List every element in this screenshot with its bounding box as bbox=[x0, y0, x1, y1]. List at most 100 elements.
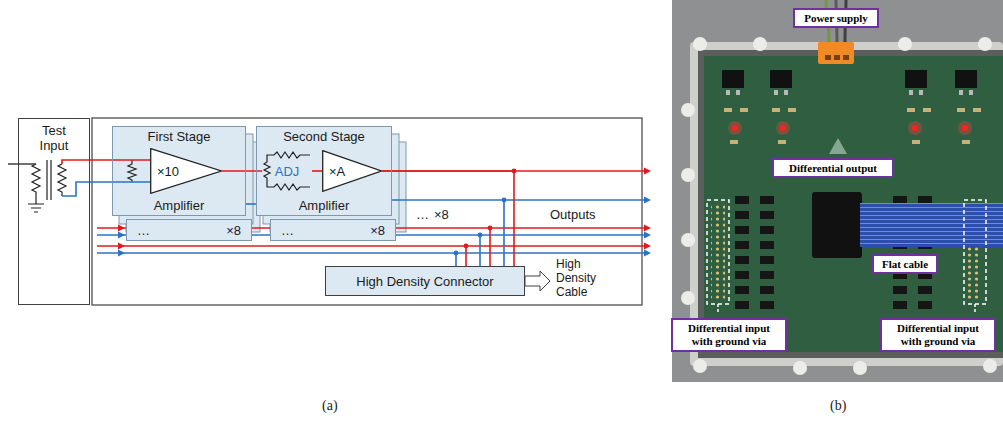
amplifier-stage-box: First StageAmplifier×10 bbox=[112, 126, 246, 216]
junction-dot bbox=[488, 226, 493, 231]
cable-label: High Density Cable bbox=[554, 257, 614, 299]
node-label: Differential input with ground via bbox=[677, 322, 781, 348]
junction-dot bbox=[464, 244, 469, 249]
stacked-channel-box: … ×8 bbox=[270, 219, 396, 241]
count-label: ×8 bbox=[432, 207, 451, 222]
tape-dot bbox=[681, 233, 695, 247]
panel-caption: (b) bbox=[828, 398, 848, 413]
arrowhead bbox=[644, 168, 651, 175]
terminal-screws bbox=[825, 55, 849, 60]
arrowhead bbox=[644, 225, 651, 232]
arrowhead bbox=[118, 232, 125, 239]
output-label: Outputs bbox=[548, 207, 598, 222]
amplifier-triangle: ×10 bbox=[150, 148, 222, 194]
callout-box: Differential input with ground via bbox=[880, 318, 996, 352]
tape-dot bbox=[681, 291, 695, 305]
junction-dot bbox=[478, 233, 483, 238]
terminal-block bbox=[818, 42, 854, 64]
led bbox=[780, 125, 786, 131]
tape-dot bbox=[898, 37, 912, 51]
transformer-core bbox=[47, 160, 51, 200]
junction-dot bbox=[454, 251, 459, 256]
callout-box: Differential input with ground via bbox=[671, 318, 787, 352]
channel-wire-positive bbox=[97, 245, 644, 247]
node-label: … bbox=[137, 223, 150, 238]
arrowhead bbox=[644, 243, 651, 250]
ground-symbol bbox=[28, 196, 44, 212]
signal-wire-negative bbox=[62, 182, 90, 196]
node-label: ADJ bbox=[275, 164, 300, 179]
transformer-coil bbox=[58, 164, 66, 196]
dashed-highlight bbox=[707, 200, 729, 304]
smd-parts bbox=[724, 108, 981, 144]
amplifier-symbol bbox=[323, 151, 382, 192]
signal-wire-positive bbox=[62, 160, 90, 164]
led bbox=[732, 125, 738, 131]
regulator-chips bbox=[722, 70, 977, 88]
stage-heading: First Stage bbox=[148, 129, 211, 144]
tap-wire-negative bbox=[503, 200, 505, 266]
amplifier-triangle: ×A bbox=[322, 150, 382, 192]
led bbox=[912, 125, 918, 131]
led-glow bbox=[776, 121, 790, 135]
tape-dot bbox=[681, 103, 695, 117]
node-label: ×10 bbox=[157, 164, 179, 179]
channel-wire-negative bbox=[97, 252, 644, 254]
tap-wire-positive bbox=[489, 228, 491, 266]
photo-background bbox=[672, 0, 1003, 382]
tape-dot bbox=[681, 168, 695, 182]
callout-box: Power supply bbox=[793, 8, 879, 28]
tap-wire-positive bbox=[465, 246, 467, 266]
tape-dot bbox=[693, 359, 707, 373]
node-label: Differential output bbox=[789, 162, 877, 175]
adjustable-resistor-network: ADJ bbox=[262, 148, 312, 194]
arrowhead bbox=[118, 225, 125, 232]
callout-box: Flat cable bbox=[872, 254, 938, 274]
amplifier-symbol bbox=[151, 149, 222, 194]
resistor-symbol bbox=[264, 158, 270, 184]
junction-dot bbox=[502, 198, 507, 203]
stacked-channel-box: …×8 bbox=[126, 219, 252, 241]
output-connector bbox=[812, 192, 862, 258]
node-label: ×8 bbox=[370, 223, 385, 238]
signal-wire bbox=[382, 171, 514, 266]
led-glow bbox=[958, 121, 972, 135]
node-label: Differential input with ground via bbox=[886, 322, 990, 348]
tape-dot bbox=[983, 359, 997, 373]
led bbox=[962, 125, 968, 131]
node-label: Power supply bbox=[804, 12, 868, 25]
test-input-box: Test Input bbox=[18, 118, 90, 305]
signal-wire-negative bbox=[246, 203, 256, 205]
input-pin-row bbox=[711, 204, 725, 300]
dashed-highlight bbox=[964, 200, 986, 304]
stage-heading: Second Stage bbox=[283, 129, 365, 144]
system-box bbox=[92, 118, 642, 305]
output-wire-negative bbox=[392, 199, 644, 201]
transformer-coil bbox=[32, 164, 40, 196]
ribbon-cable bbox=[860, 203, 1003, 247]
regulator-tabs bbox=[726, 90, 973, 95]
tape-dot bbox=[853, 361, 867, 375]
resistor-symbol bbox=[267, 184, 310, 190]
arrowhead bbox=[644, 197, 651, 204]
board-logo bbox=[829, 138, 847, 154]
tray-rim bbox=[698, 50, 1003, 358]
leader-line bbox=[718, 304, 975, 314]
led-glow bbox=[908, 121, 922, 135]
node-label: … bbox=[281, 223, 294, 238]
signal-wire bbox=[90, 181, 150, 183]
input-wire bbox=[8, 163, 36, 164]
arrowhead bbox=[644, 232, 651, 239]
arrowhead bbox=[118, 250, 125, 257]
signal-wire bbox=[90, 159, 150, 161]
panel-caption: (a) bbox=[320, 398, 340, 413]
arrowhead bbox=[644, 250, 651, 257]
tape-dot bbox=[753, 37, 767, 51]
resistor-symbol bbox=[267, 152, 310, 158]
node-label: Flat cable bbox=[882, 258, 928, 271]
connector-box: High Density Connector bbox=[325, 266, 525, 296]
arrowhead bbox=[118, 243, 125, 250]
node-label: Test Input bbox=[32, 123, 76, 153]
